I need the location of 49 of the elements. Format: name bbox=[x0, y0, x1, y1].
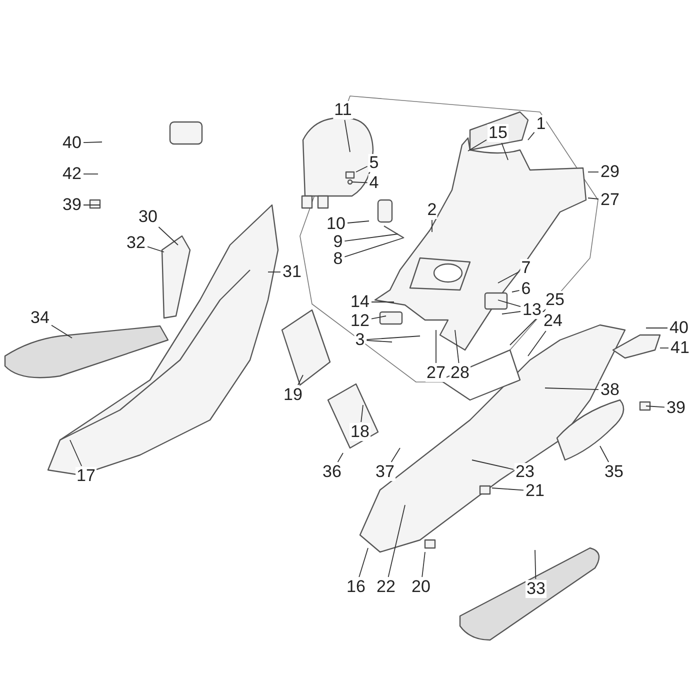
leader-line bbox=[468, 139, 487, 152]
callout-number: 18 bbox=[350, 423, 370, 441]
leader-line bbox=[388, 504, 406, 578]
leader-line bbox=[600, 446, 610, 462]
callout-number: 2 bbox=[426, 201, 438, 219]
leader-line bbox=[498, 271, 520, 284]
leader-line bbox=[528, 330, 546, 356]
leader-line bbox=[70, 440, 82, 466]
leader-line bbox=[356, 166, 368, 172]
leader-line bbox=[498, 300, 521, 308]
callout-number: 37 bbox=[374, 463, 396, 481]
callout-number: 33 bbox=[526, 580, 546, 598]
leader-line bbox=[83, 142, 102, 144]
leader-line bbox=[360, 404, 364, 422]
callout-number: 27 bbox=[426, 364, 446, 382]
leader-line bbox=[371, 316, 386, 320]
leader-line bbox=[502, 311, 521, 314]
leader-line bbox=[344, 120, 350, 152]
leader-line bbox=[147, 246, 164, 252]
leader-line bbox=[534, 550, 536, 580]
leader-line bbox=[298, 374, 304, 386]
leader-line bbox=[158, 226, 178, 246]
callout-number: 25 bbox=[544, 291, 566, 309]
leader-line bbox=[347, 220, 370, 224]
leader-line bbox=[344, 234, 398, 242]
leader-line bbox=[646, 406, 665, 408]
leader-line bbox=[544, 388, 599, 390]
leader-line bbox=[472, 460, 514, 470]
leader-line bbox=[510, 310, 546, 346]
leader-line bbox=[83, 204, 100, 206]
leader-line bbox=[501, 142, 508, 160]
callout-number: 11 bbox=[333, 101, 353, 119]
leader-line bbox=[337, 452, 344, 462]
leader-line bbox=[358, 548, 368, 578]
leader-line bbox=[588, 198, 599, 200]
leader-line bbox=[390, 448, 400, 462]
callout-number: 15 bbox=[488, 124, 508, 142]
leader-line bbox=[352, 182, 368, 184]
leader-line bbox=[366, 336, 420, 340]
leader-line bbox=[422, 552, 426, 578]
callout-number: 5 bbox=[368, 154, 380, 172]
leader-line bbox=[512, 290, 520, 292]
leader-line bbox=[344, 238, 404, 258]
leader-line bbox=[454, 330, 460, 364]
leader-line bbox=[528, 132, 535, 140]
leader-line bbox=[51, 324, 72, 338]
callout-number: 13 bbox=[522, 301, 542, 319]
leader-line bbox=[366, 340, 392, 342]
leader-line bbox=[492, 488, 524, 491]
